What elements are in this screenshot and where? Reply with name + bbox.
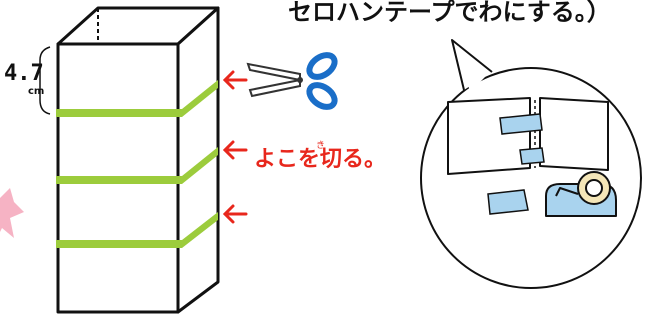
- instruction-text: よこを切る。: [254, 147, 386, 172]
- cut-lines: [56, 80, 218, 248]
- carton-box: [56, 6, 220, 314]
- arrow-left-icon: [222, 204, 248, 224]
- cut-band-1: [56, 80, 218, 117]
- tape-strips: [487, 113, 545, 215]
- tape-dispenser-icon: [545, 171, 617, 217]
- instruction-ruby: き: [316, 140, 325, 151]
- measurement-bracket: [39, 46, 51, 115]
- cut-band-3: [56, 212, 218, 248]
- scissors-icon: [246, 52, 338, 110]
- bubble-title: セロハンテープでわにする。）: [288, 0, 611, 26]
- measurement-unit: cm: [28, 86, 44, 97]
- arrow-left-icon: [222, 70, 248, 90]
- pink-flower-decoration: [0, 188, 24, 238]
- arrow-left-icon: [222, 140, 248, 160]
- cut-band-2: [56, 147, 218, 184]
- measurement-value: 4.7: [4, 61, 44, 86]
